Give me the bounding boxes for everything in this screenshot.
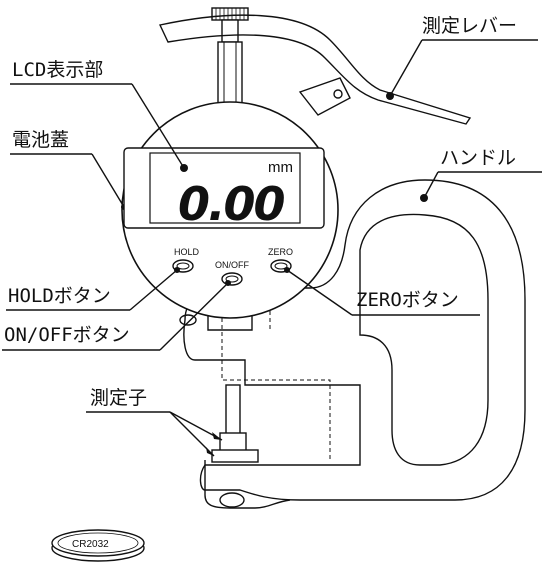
- dial-neck: [207, 316, 253, 331]
- label-zero-button: ZEROボタン: [356, 289, 459, 311]
- label-onoff-button: ON/OFFボタン: [4, 324, 130, 346]
- knob-knurl: [215, 8, 245, 20]
- handle-inner-cutout: [359, 213, 489, 466]
- label-lcd: LCD表示部: [12, 59, 103, 81]
- lower-contact-block: [211, 449, 259, 463]
- leader-dot: [386, 92, 394, 100]
- anvil-foot: [219, 492, 245, 508]
- label-battery-cover: 電池蓋: [12, 129, 69, 151]
- label-hold-button: HOLDボタン: [8, 285, 111, 307]
- stem-collar: [221, 19, 239, 43]
- onoff-button-label: ON/OFF: [215, 260, 249, 270]
- handle-frame: [183, 179, 526, 501]
- arrowhead: [206, 447, 214, 456]
- spindle: [225, 384, 241, 436]
- battery-cr2032: CR2032: [51, 529, 145, 562]
- leader-dot: [225, 280, 231, 286]
- leader-dot: [284, 267, 290, 273]
- zero-button-label: ZERO: [268, 247, 293, 257]
- upper-contact-point: [219, 432, 247, 452]
- lever-pivot: [298, 77, 351, 116]
- lifting-knob: [211, 7, 249, 21]
- label-lever: 測定レバー: [422, 15, 517, 37]
- hidden-edge-1: [221, 290, 331, 460]
- lcd-unit: mm: [268, 159, 293, 176]
- leader-dot: [174, 267, 180, 273]
- onoff-button[interactable]: [221, 272, 243, 286]
- lower-jaw: [204, 460, 291, 509]
- label-contact-points: 測定子: [90, 387, 147, 409]
- lcd-screen: [149, 152, 301, 224]
- leader-dot: [420, 194, 428, 202]
- arrowhead: [212, 432, 222, 440]
- measuring-lever: [158, 14, 472, 125]
- label-handle: ハンドル: [440, 147, 516, 169]
- lcd-reading: 0.00: [178, 177, 284, 231]
- leader-dot: [180, 164, 188, 172]
- hold-button-label: HOLD: [174, 247, 200, 257]
- battery-model-text: CR2032: [72, 539, 109, 550]
